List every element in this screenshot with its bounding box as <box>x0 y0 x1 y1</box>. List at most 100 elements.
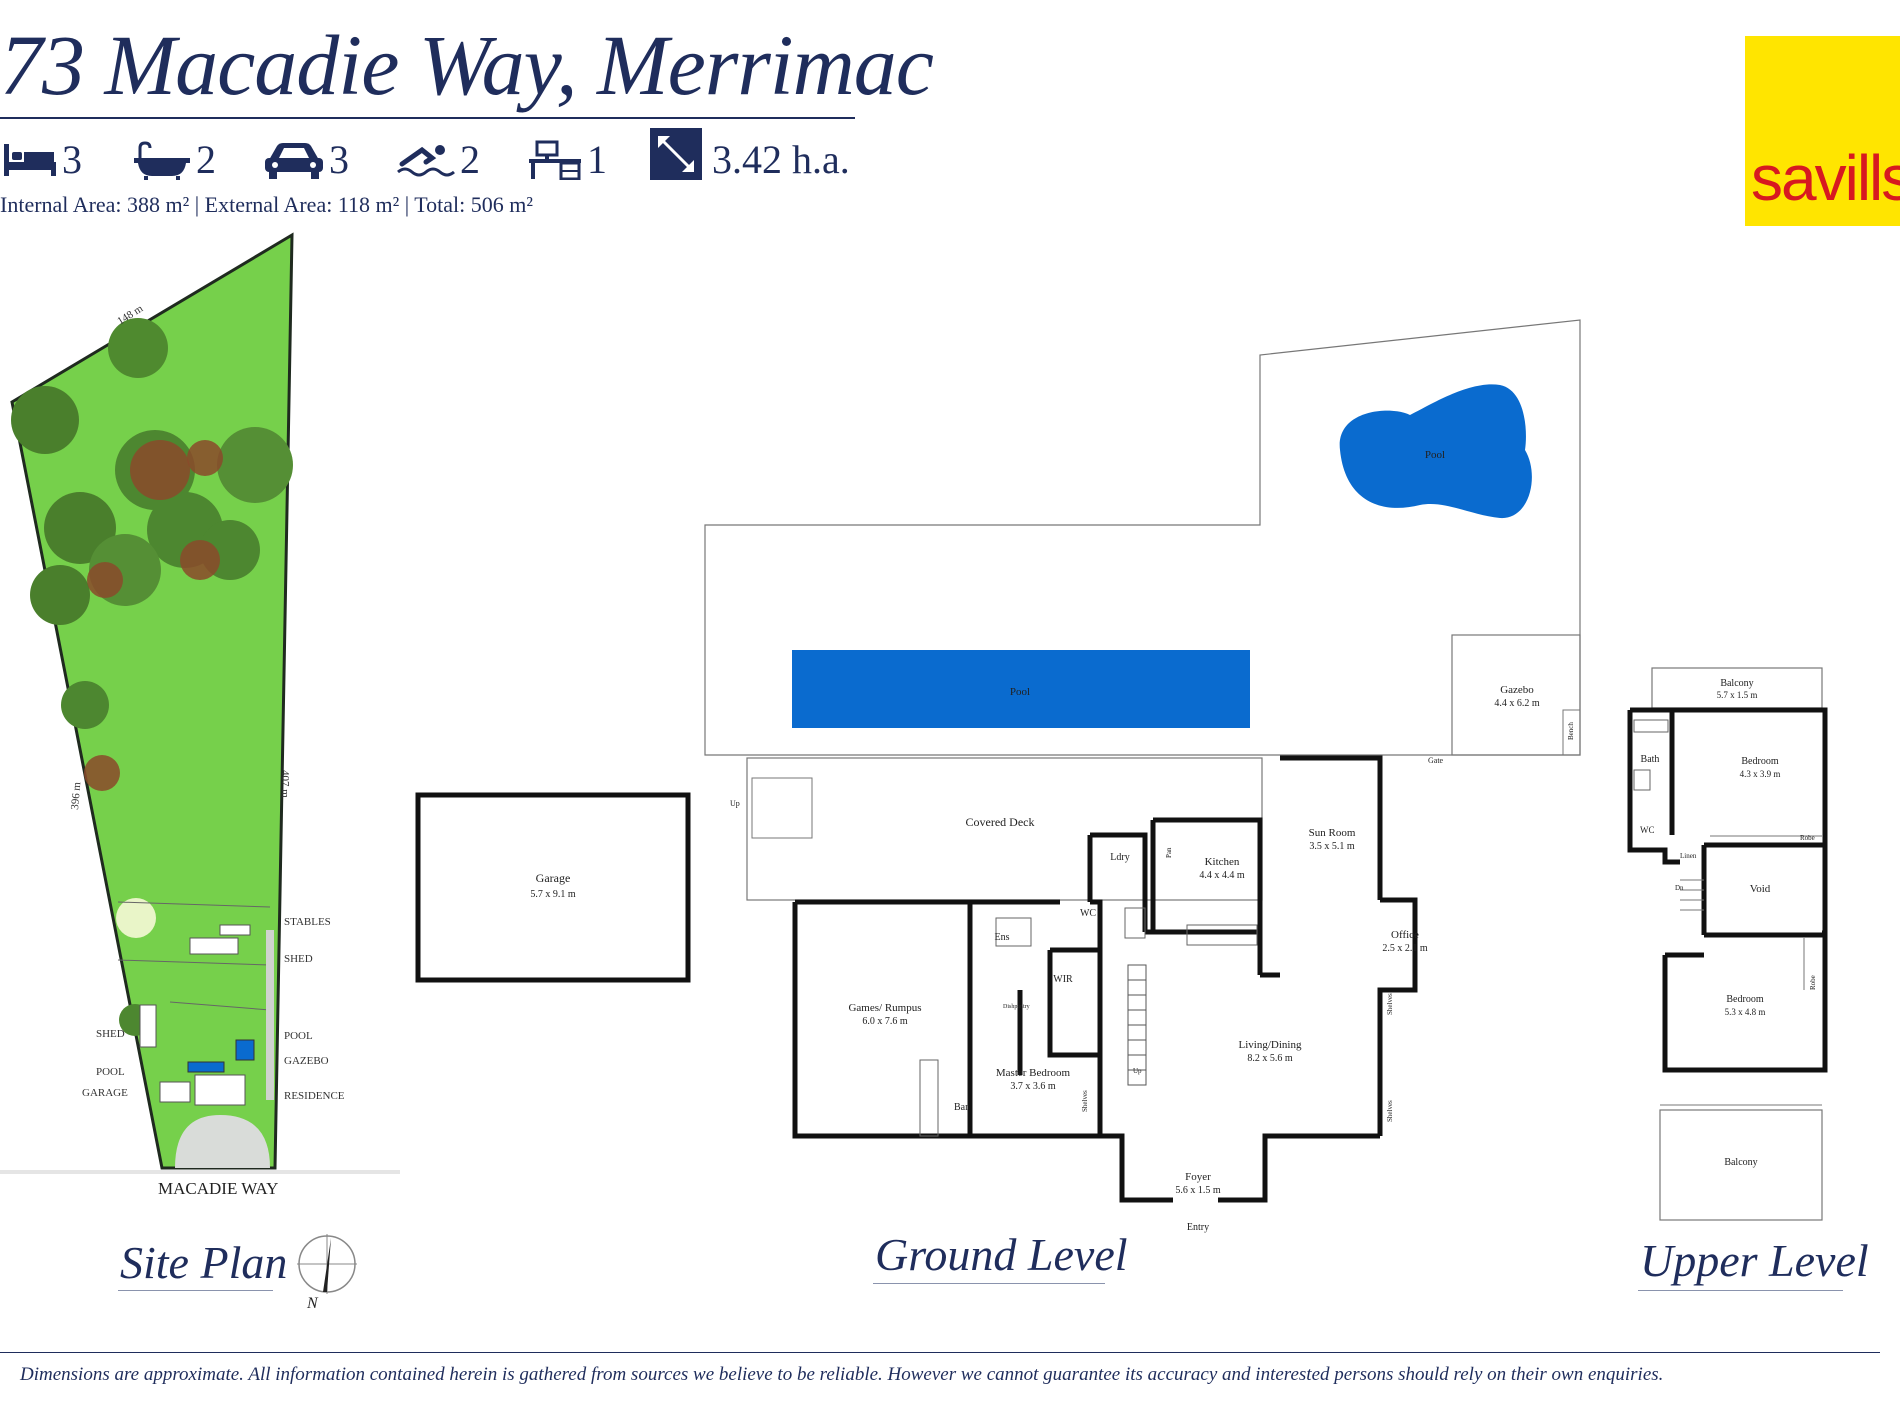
games-dim: 6.0 x 7.6 m <box>862 1016 908 1027</box>
label-pool-left: POOL <box>96 1066 125 1078</box>
bathtub-icon <box>134 141 190 180</box>
shade-trees <box>84 440 223 791</box>
office-dim: 2.5 x 2.1 m <box>1382 943 1428 954</box>
site-pool-small <box>235 1039 255 1061</box>
studies-stat: 1 <box>527 128 607 180</box>
ldry-label: Ldry <box>1110 852 1129 863</box>
bedroom1-label: Bedroom <box>1741 756 1778 767</box>
balcony-bottom-label: Balcony <box>1724 1157 1757 1168</box>
stair-up-label: Up <box>1133 1067 1142 1075</box>
bar-label: Bar <box>954 1102 969 1113</box>
foyer-dim: 5.6 x 1.5 m <box>1175 1185 1221 1196</box>
upper-level-caption: Upper Level <box>1640 1235 1869 1286</box>
disclaimer: Dimensions are approximate. All informat… <box>20 1364 1664 1385</box>
stables-building <box>189 937 239 955</box>
stair-down-label: Dn <box>1675 884 1684 892</box>
entry-label: Entry <box>1187 1222 1209 1233</box>
car-icon <box>265 143 323 179</box>
studies-count: 1 <box>587 137 607 182</box>
bath-label: Bath <box>1641 754 1660 765</box>
games-label: Games/ Rumpus <box>848 1002 921 1014</box>
shelves-label-living-lower: Shelves <box>1386 1100 1394 1122</box>
land-size-icon <box>650 128 702 180</box>
upper-level-plan: Balcony 5.7 x 1.5 m Bedroom 4.3 x 3.9 m … <box>1627 667 1828 1221</box>
garage-room <box>415 792 691 983</box>
kitchen-dim: 4.4 x 4.4 m <box>1199 870 1245 881</box>
pools-stat: 2 <box>396 128 480 180</box>
bedrooms-stat: 3 <box>2 128 82 180</box>
savills-logo[interactable]: savills <box>1745 36 1900 226</box>
land-size-value: 3.42 h.a. <box>712 137 850 182</box>
label-stables: STABLES <box>284 916 331 928</box>
lap-pool <box>792 650 1250 728</box>
wir-label: WIR <box>1053 974 1073 985</box>
wc-label: WC <box>1080 908 1096 919</box>
ground-level-caption-rule <box>873 1283 1105 1284</box>
balcony-top-label: Balcony <box>1720 678 1753 689</box>
label-garage: GARAGE <box>82 1087 128 1099</box>
savills-logo-text: savills <box>1751 142 1900 214</box>
balcony-bottom <box>1659 1109 1823 1221</box>
gazebo-dim: 4.4 x 6.2 m <box>1494 698 1540 709</box>
dim-left: 396 m <box>69 781 83 810</box>
car-spaces-count: 3 <box>329 137 349 182</box>
arena <box>116 898 156 938</box>
north-label: N <box>306 1295 319 1312</box>
site-residence <box>194 1074 246 1106</box>
covered-deck-label: Covered Deck <box>966 815 1035 829</box>
garage-label: Garage <box>536 871 571 885</box>
shelves-label-living: Shelves <box>1386 993 1394 1015</box>
bench-label: Bench <box>1567 722 1575 740</box>
foyer-label: Foyer <box>1185 1171 1211 1183</box>
driveway <box>175 1115 270 1168</box>
ground-level-caption: Ground Level <box>875 1229 1128 1280</box>
pool-terrace-outline <box>704 319 1581 756</box>
upper-robe-label: Robe <box>1809 975 1817 990</box>
site-plan-drawing: 148 m 407 m 396 m STABLES SHED SHED POOL… <box>0 232 400 1198</box>
lap-pool-label: Pool <box>1010 686 1030 698</box>
bedroom1-dim: 4.3 x 3.9 m <box>1740 769 1781 779</box>
land-size-stat: 3.42 h.a. <box>650 128 850 180</box>
ens-label: Ens <box>995 932 1010 943</box>
label-residence: RESIDENCE <box>284 1090 345 1102</box>
office-label: Office <box>1391 929 1419 941</box>
void-label: Void <box>1750 883 1771 895</box>
pools-count: 2 <box>460 137 480 182</box>
pantry-label: Pan <box>1165 847 1173 858</box>
bedroom2-label: Bedroom <box>1726 994 1763 1005</box>
label-gazebo: GAZEBO <box>284 1055 329 1067</box>
site-plan-caption: Site Plan <box>120 1237 288 1288</box>
dishpantry-label: Dishpantry <box>1003 1004 1030 1010</box>
desk-icon <box>529 140 581 180</box>
kitchen-label: Kitchen <box>1205 856 1240 868</box>
bedrooms-count: 3 <box>62 137 82 182</box>
master-bedroom-dim: 3.7 x 3.6 m <box>1010 1081 1056 1092</box>
gazebo-label: Gazebo <box>1500 684 1534 696</box>
kitchen-island <box>1186 924 1258 946</box>
ground-level-plan: Pool Pool Gazebo 4.4 x 6.2 m Bench Gate … <box>415 319 1581 1233</box>
upper-robe-top-label: Robe <box>1800 834 1815 842</box>
label-shed-left: SHED <box>96 1028 125 1040</box>
upper-wc-label: WC <box>1640 825 1655 835</box>
gazebo-room <box>1451 634 1581 756</box>
area-summary: Internal Area: 388 m² | External Area: 1… <box>0 192 533 217</box>
living-dining-dim: 8.2 x 5.6 m <box>1247 1053 1293 1064</box>
freeform-pool <box>1339 384 1532 519</box>
site-garage <box>159 1081 191 1103</box>
bathrooms-stat: 2 <box>132 128 216 180</box>
label-shed-right: SHED <box>284 953 313 965</box>
footer-divider <box>0 1352 1880 1353</box>
living-dining-label: Living/Dining <box>1239 1039 1302 1051</box>
garage-dim: 5.7 x 9.1 m <box>530 889 576 900</box>
shelves-label-master: Shelves <box>1081 1090 1089 1112</box>
sun-room-label: Sun Room <box>1309 827 1356 839</box>
shed-building <box>139 1004 157 1048</box>
bar-counter <box>919 1059 939 1137</box>
dim-right: 407 m <box>279 770 291 798</box>
swimmer-icon <box>397 145 455 177</box>
bathrooms-count: 2 <box>196 137 216 182</box>
site-pool-lap <box>187 1061 225 1073</box>
bedroom2-dim: 5.3 x 4.8 m <box>1725 1007 1766 1017</box>
label-pool-right: POOL <box>284 1030 313 1042</box>
balcony-top-dim: 5.7 x 1.5 m <box>1717 690 1758 700</box>
